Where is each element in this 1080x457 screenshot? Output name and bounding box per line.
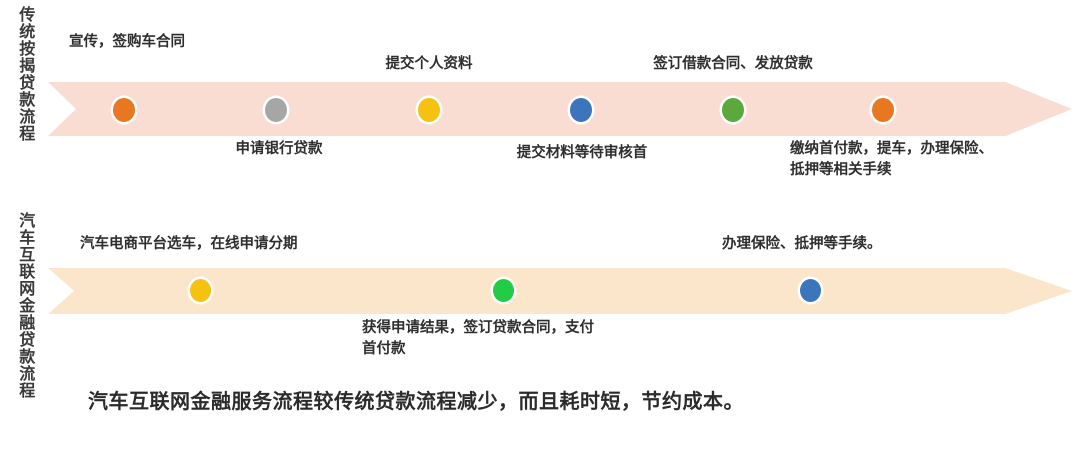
step-caption-internet-2: 获得申请结果，签订贷款合同，支付 首付款 [362, 320, 594, 358]
flow-arrow-band-internet-finance [48, 268, 1072, 314]
step-dot-gold[interactable] [418, 98, 440, 122]
step-caption-internet-3: 办理保险、抵押等手续。 [722, 236, 882, 252]
step-caption-traditional-5: 签订借款合同、发放贷款 [653, 56, 813, 72]
step-caption-internet-1: 汽车电商平台选车，在线申请分期 [80, 236, 298, 252]
step-dot-orange[interactable] [113, 98, 135, 122]
step-caption-traditional-6: 缴纳首付款，提车，办理保险、 抵押等相关手续 [790, 141, 993, 179]
step-caption-traditional-3: 提交个人资料 [385, 56, 473, 72]
step-caption-traditional-1: 宣传，签购车合同 [69, 34, 185, 50]
summary-text: 汽车互联网金融服务流程较传统贷款流程减少，而且耗时短，节约成本。 [88, 391, 744, 413]
row-label-auto-internet-finance-flow: 汽车互联网金融贷款流程 [16, 212, 34, 399]
step-dot-orange[interactable] [872, 98, 894, 122]
row-label-traditional-mortgage-flow: 传统按揭贷款流程 [16, 6, 34, 142]
step-dot-blue[interactable] [800, 279, 821, 302]
step-dot-gold[interactable] [190, 279, 211, 302]
step-dot-gray[interactable] [265, 98, 287, 122]
step-caption-traditional-4: 提交材料等待审核首 [516, 145, 648, 161]
step-dot-blue[interactable] [570, 98, 592, 122]
step-caption-traditional-2: 申请银行贷款 [235, 141, 323, 157]
step-dot-bright-green[interactable] [493, 279, 514, 302]
step-dot-green[interactable] [722, 98, 744, 122]
flow-arrow-band-traditional [48, 82, 1072, 136]
